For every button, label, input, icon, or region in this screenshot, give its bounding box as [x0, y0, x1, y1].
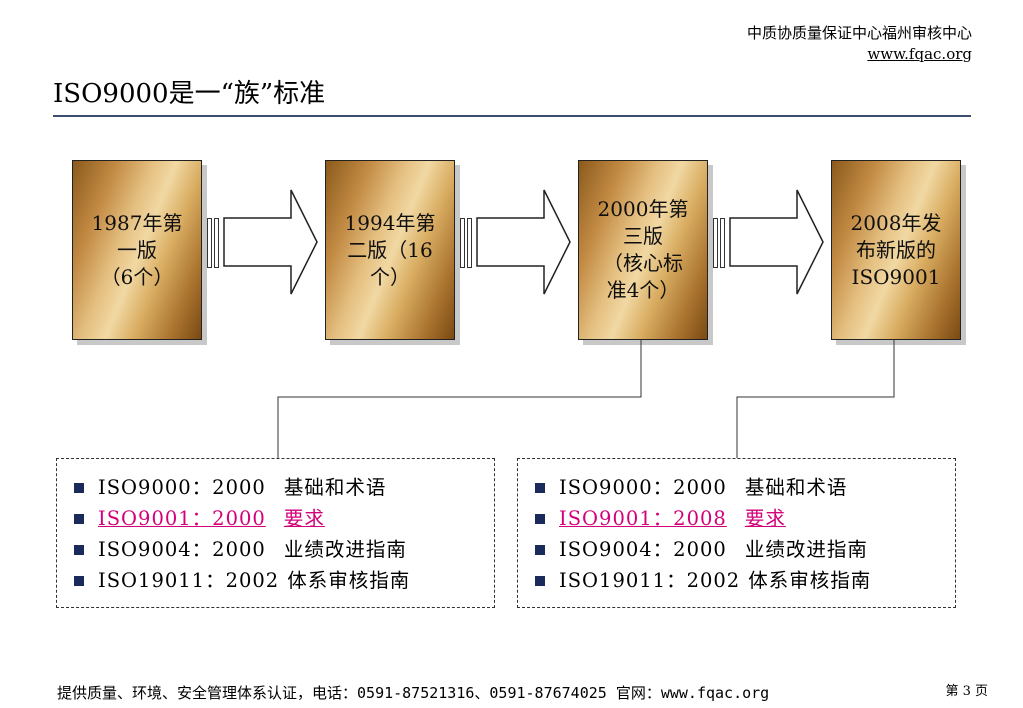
- timeline-card-label: 2000年第 三版 （核心标 准4个）: [590, 196, 697, 304]
- card-line: 1987年第: [91, 210, 183, 235]
- right-arrow-icon: [476, 189, 571, 295]
- card-line: 2000年第: [597, 197, 689, 221]
- square-bullet-icon: [74, 513, 84, 524]
- standard-code: ISO9000：2000: [98, 476, 266, 499]
- standard-code: ISO19011：2002: [559, 569, 741, 592]
- card-line: 个）: [370, 264, 410, 289]
- card-line: 1994年第: [344, 210, 436, 235]
- timeline-card-2000: 2000年第 三版 （核心标 准4个）: [578, 160, 708, 340]
- square-bullet-icon: [74, 482, 84, 493]
- card-line: 准4个）: [606, 278, 680, 302]
- standard-desc: 基础和术语: [283, 476, 387, 499]
- timeline-card-1987: 1987年第 一版 （6个）: [72, 160, 202, 340]
- page-title: ISO9000是一“族”标准: [53, 79, 326, 109]
- card-line: （6个）: [100, 264, 174, 289]
- timeline-card-label: 1987年第 一版 （6个）: [84, 210, 191, 291]
- list-item: ISO9000：2000 基础和术语: [74, 472, 494, 503]
- page-number: 第 3 页: [945, 684, 988, 699]
- title-divider: [53, 115, 971, 117]
- list-item: ISO9004：2000 业绩改进指南: [74, 534, 494, 565]
- card-line: （核心标: [603, 251, 683, 275]
- timeline-card-1994: 1994年第 二版（16 个）: [325, 160, 455, 340]
- list-item: ISO19011：2002 体系审核指南: [535, 565, 955, 596]
- card-line: 一版: [117, 237, 157, 262]
- square-bullet-icon: [535, 482, 545, 493]
- standards-list: ISO9000：2000 基础和术语 ISO9001：2008 要求 ISO9004…: [518, 459, 955, 596]
- card-line: 三版: [623, 224, 663, 248]
- square-bullet-icon: [535, 513, 545, 524]
- arrow-stripes: [460, 218, 474, 268]
- square-bullet-icon: [74, 544, 84, 555]
- standards-box-2000: ISO9000：2000 基础和术语 ISO9001：2000 要求 ISO9004…: [56, 458, 495, 608]
- standards-box-2008: ISO9000：2000 基础和术语 ISO9001：2008 要求 ISO9004…: [517, 458, 956, 608]
- standard-code: ISO9004：2000: [98, 538, 266, 561]
- arrow-stripes: [713, 218, 727, 268]
- square-bullet-icon: [535, 544, 545, 555]
- list-item: ISO9004：2000 业绩改进指南: [535, 534, 955, 565]
- standard-desc: 要求: [744, 507, 786, 530]
- list-item: ISO9001：2008 要求: [535, 503, 955, 534]
- list-item: ISO9000：2000 基础和术语: [535, 472, 955, 503]
- list-item: ISO9001：2000 要求: [74, 503, 494, 534]
- org-name: 中质协质量保证中心福州审核中心: [746, 24, 972, 42]
- standard-desc: 业绩改进指南: [744, 538, 868, 561]
- website-link[interactable]: www.fqac.org: [867, 45, 972, 63]
- card-line: 二版（16: [347, 237, 433, 262]
- list-item: ISO19011：2002 体系审核指南: [74, 565, 494, 596]
- right-arrow-icon: [223, 189, 318, 295]
- standard-code: ISO19011：2002: [98, 569, 280, 592]
- standard-code: ISO9001：2000: [98, 507, 266, 530]
- standard-desc: 要求: [283, 507, 325, 530]
- timeline-card-2008: 2008年发 布新版的 ISO9001: [831, 160, 961, 340]
- square-bullet-icon: [535, 575, 545, 586]
- standard-desc: 基础和术语: [744, 476, 848, 499]
- timeline-card-label: 2008年发 布新版的 ISO9001: [843, 210, 950, 291]
- standard-code: ISO9001：2008: [559, 507, 727, 530]
- standard-desc: 体系审核指南: [287, 569, 411, 592]
- square-bullet-icon: [74, 575, 84, 586]
- arrow-stripes: [207, 218, 221, 268]
- card-line: ISO9001: [851, 264, 941, 289]
- right-arrow-icon: [729, 189, 824, 295]
- timeline-card-label: 1994年第 二版（16 个）: [337, 210, 444, 291]
- card-line: 2008年发: [850, 210, 942, 235]
- standard-desc: 业绩改进指南: [283, 538, 407, 561]
- footer-contact: 提供质量、环境、安全管理体系认证，电话：0591-87521316、0591-8…: [57, 684, 770, 702]
- standard-desc: 体系审核指南: [748, 569, 872, 592]
- standard-code: ISO9004：2000: [559, 538, 727, 561]
- card-line: 布新版的: [856, 237, 936, 262]
- standards-list: ISO9000：2000 基础和术语 ISO9001：2000 要求 ISO9004…: [57, 459, 494, 596]
- standard-code: ISO9000：2000: [559, 476, 727, 499]
